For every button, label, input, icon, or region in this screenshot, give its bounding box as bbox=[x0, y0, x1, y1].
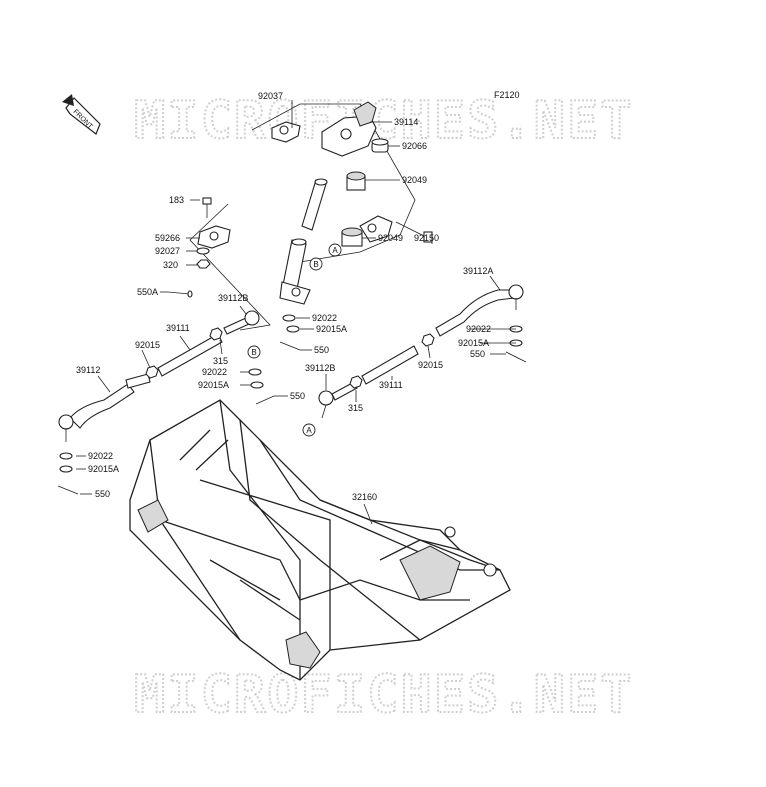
part-label-39111-right: 39111 bbox=[379, 380, 403, 390]
bracket-59266 bbox=[197, 225, 231, 249]
steering-shaft bbox=[279, 178, 328, 305]
washer-92027 bbox=[196, 247, 210, 255]
cotter-pin-550-right bbox=[505, 351, 527, 363]
washer-92022-mid bbox=[282, 314, 296, 322]
part-label-550A: 550A bbox=[137, 287, 158, 297]
part-label-550-left2: 550 bbox=[290, 391, 305, 401]
part-label-315-right: 315 bbox=[348, 403, 363, 413]
sleeve-39111-right bbox=[361, 345, 419, 385]
nut-315-right bbox=[349, 375, 363, 389]
part-labels: 92037 39114 92066 92049 183 59266 92027 … bbox=[76, 91, 493, 502]
tie-rod-end-39112 bbox=[58, 373, 151, 442]
svg-text:B: B bbox=[313, 260, 318, 269]
part-label-550-mid: 550 bbox=[314, 345, 329, 355]
cotter-pin-550A bbox=[167, 290, 193, 298]
bracket-outline bbox=[189, 203, 271, 331]
nut-320 bbox=[196, 259, 211, 269]
nut-92015-left bbox=[145, 365, 159, 379]
part-label-92022-right: 92022 bbox=[466, 324, 491, 334]
part-label-32160: 32160 bbox=[352, 492, 377, 502]
steering-outline bbox=[251, 103, 416, 263]
washer-92022-left bbox=[248, 368, 262, 376]
leader-lines bbox=[76, 100, 516, 525]
svg-text:A: A bbox=[306, 426, 312, 435]
washer-92015A-left bbox=[250, 381, 264, 389]
part-label-92015A-mid: 92015A bbox=[316, 324, 347, 334]
part-label-92037: 92037 bbox=[258, 91, 283, 101]
part-label-39114: 39114 bbox=[394, 117, 418, 127]
frame-32160 bbox=[129, 399, 511, 681]
part-label-92015A-left2: 92015A bbox=[198, 380, 229, 390]
part-label-92066: 92066 bbox=[402, 141, 427, 151]
part-label-39112B-bottom: 39112B bbox=[305, 363, 335, 373]
part-label-92015A-left: 92015A bbox=[88, 464, 119, 474]
cotter-pin-550-mid bbox=[279, 341, 301, 351]
bolt-183 bbox=[202, 197, 212, 218]
washer-92015A-mid bbox=[286, 325, 300, 333]
svg-text:A: A bbox=[332, 246, 338, 255]
part-label-39112B-top: 39112B bbox=[218, 293, 248, 303]
inner-rod-39112B-top bbox=[223, 310, 260, 335]
washer-92015A-left2 bbox=[59, 465, 73, 473]
cotter-pin-550-left2 bbox=[57, 485, 79, 495]
tie-rod-end-39112A bbox=[435, 284, 524, 337]
front-arrow-icon: FRONT bbox=[62, 94, 101, 135]
part-label-92022-left2: 92022 bbox=[202, 367, 227, 377]
part-label-92015-left: 92015 bbox=[135, 340, 160, 350]
watermark-bottom: MICROFICHES.NET bbox=[134, 665, 634, 725]
part-label-39112: 39112 bbox=[76, 365, 100, 375]
nut-315-left bbox=[209, 327, 223, 341]
cap-92066 bbox=[371, 138, 389, 153]
bushing-92049-lower bbox=[341, 227, 363, 247]
part-label-92022-mid: 92022 bbox=[312, 313, 337, 323]
callout-B-top: B bbox=[309, 257, 323, 271]
part-label-92022-left: 92022 bbox=[88, 451, 113, 461]
part-label-92015A-right: 92015A bbox=[458, 338, 489, 348]
part-label-92049-upper: 92049 bbox=[402, 175, 427, 185]
part-label-92049-lower: 92049 bbox=[378, 233, 403, 243]
callout-B-mid: B bbox=[247, 345, 261, 359]
part-label-183: 183 bbox=[169, 195, 184, 205]
lower-clamp bbox=[359, 215, 393, 243]
inner-rod-39112B-bottom bbox=[318, 381, 358, 419]
callout-A-top: A bbox=[328, 243, 342, 257]
part-label-315-left: 315 bbox=[213, 356, 228, 366]
part-label-550-right: 550 bbox=[470, 349, 485, 359]
part-label-92015-right: 92015 bbox=[418, 360, 443, 370]
part-label-39111-left: 39111 bbox=[166, 323, 190, 333]
sleeve-39111-left bbox=[157, 333, 223, 377]
part-label-550-left: 550 bbox=[95, 489, 110, 499]
upper-clamp-39114 bbox=[321, 101, 377, 157]
figure-code: F2120 bbox=[494, 90, 520, 100]
svg-text:B: B bbox=[251, 348, 256, 357]
washer-92022-left2 bbox=[59, 452, 73, 460]
cotter-pin-550-left bbox=[255, 395, 275, 405]
part-label-92027: 92027 bbox=[155, 246, 180, 256]
handlebar-holder-92037 bbox=[271, 121, 301, 143]
part-label-320: 320 bbox=[163, 260, 178, 270]
part-label-39112A: 39112A bbox=[463, 266, 493, 276]
part-label-92150: 92150 bbox=[414, 233, 439, 243]
part-label-59266: 59266 bbox=[155, 233, 180, 243]
callout-A-bottom: A bbox=[302, 423, 316, 437]
nut-92015-right bbox=[421, 333, 435, 347]
bushing-92049-upper bbox=[346, 171, 366, 191]
